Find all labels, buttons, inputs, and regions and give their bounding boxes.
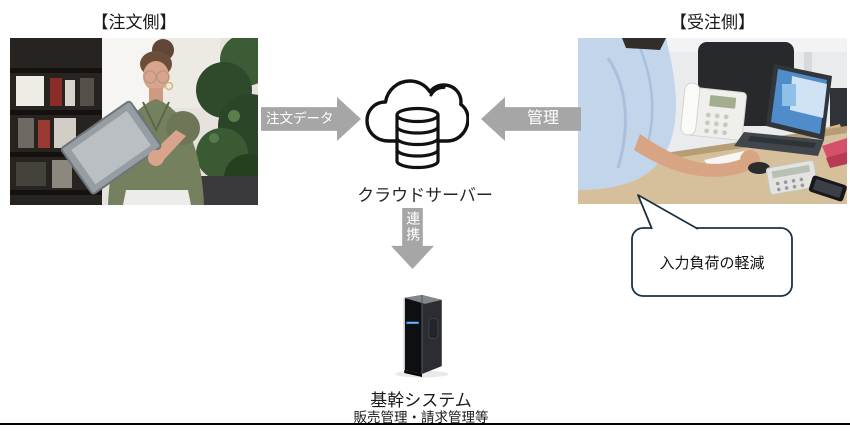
callout-text: 入力負荷の軽減 [659, 254, 765, 272]
manage-arrow-label: 管理 [526, 110, 559, 127]
cloud-server-label: クラウドサーバー [357, 186, 493, 205]
receive-side-label: 【受注側】 [670, 13, 755, 32]
order-data-arrow-label: 注文データ [266, 111, 334, 126]
core-system-title: 基幹システム [370, 391, 472, 410]
receive-side-photo-image [578, 38, 847, 204]
order-side-label: 【注文側】 [91, 13, 177, 32]
server-tower-icon [395, 294, 449, 378]
order-side-photo-image [10, 38, 258, 205]
bottom-divider [0, 423, 850, 425]
link-arrow-label: 連携 [405, 211, 422, 243]
order-data-arrow: 注文データ [261, 97, 361, 141]
callout-bubble [631, 194, 793, 297]
manage-arrow: 管理 [481, 97, 581, 141]
cloud-database-icon [365, 79, 469, 170]
core-system-subtitle: 販売管理・請求管理等 [353, 410, 489, 425]
link-arrow: 連携 [391, 208, 434, 269]
